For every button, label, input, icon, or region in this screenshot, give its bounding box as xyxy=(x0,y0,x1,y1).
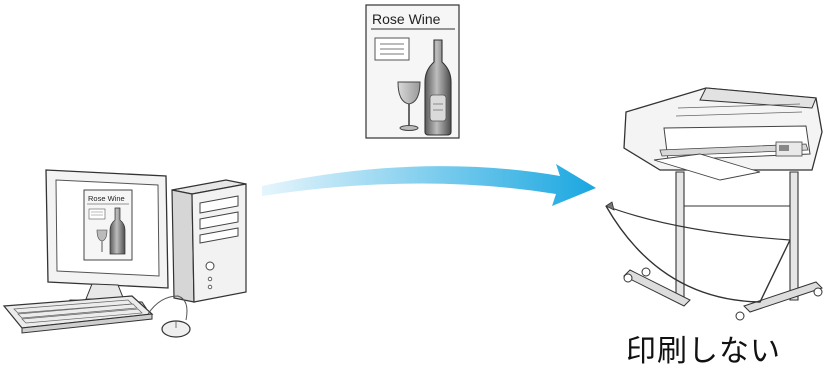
mouse xyxy=(162,321,190,337)
large-format-printer xyxy=(606,88,822,320)
text-block-icon xyxy=(375,38,409,60)
screen-document: Rose Wine xyxy=(84,190,132,260)
keyboard xyxy=(4,296,152,333)
screen-document-title: Rose Wine xyxy=(88,194,125,203)
computer: Rose Wine xyxy=(4,170,246,337)
computer-tower xyxy=(172,180,246,302)
printer-caption: 印刷しない xyxy=(626,326,781,370)
transfer-arrow xyxy=(262,164,596,206)
printed-document: Rose Wine xyxy=(366,5,459,138)
paper-basket xyxy=(606,206,790,302)
document-title: Rose Wine xyxy=(372,11,441,27)
